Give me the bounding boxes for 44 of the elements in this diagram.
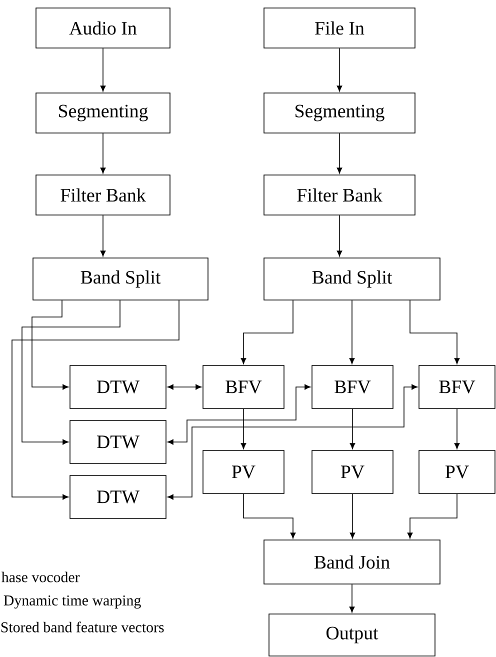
arrow <box>100 48 106 92</box>
arrow <box>336 133 342 174</box>
process-box: BFV <box>312 365 394 409</box>
process-box: Filter Bank <box>264 174 416 216</box>
process-box: Segmenting <box>36 92 170 134</box>
arrow <box>407 494 458 539</box>
arrow <box>240 408 246 450</box>
arrow <box>167 384 202 390</box>
arrow <box>336 215 342 257</box>
legend-text: hase vocoder <box>2 572 80 582</box>
process-box: PV <box>312 450 394 494</box>
arrow <box>350 408 356 450</box>
process-box: Output <box>268 614 436 656</box>
arrow <box>32 300 69 390</box>
legend-text: Stored band feature vectors <box>1 622 164 632</box>
process-box: BFV <box>202 365 284 409</box>
process-box: Band Split <box>32 258 208 300</box>
process-box: Band Join <box>264 540 440 584</box>
arrow <box>350 494 356 539</box>
arrow <box>454 408 460 450</box>
arrow <box>243 494 296 539</box>
arrow <box>240 300 294 364</box>
arrow <box>100 133 106 174</box>
process-box: PV <box>202 450 284 494</box>
arrow <box>100 215 106 257</box>
arrow <box>410 300 460 364</box>
process-box: DTW <box>70 420 166 464</box>
process-box: DTW <box>70 475 166 519</box>
arrow <box>349 300 355 364</box>
process-box: File In <box>264 8 416 48</box>
arrow <box>349 584 355 613</box>
legend-text: Dynamic time warping <box>4 595 141 609</box>
process-box: DTW <box>70 365 166 409</box>
arrow <box>22 300 120 445</box>
process-box: Audio In <box>36 8 170 48</box>
process-box: BFV <box>418 365 496 409</box>
arrow <box>336 48 342 92</box>
process-box: Filter Bank <box>36 174 170 216</box>
process-box: Segmenting <box>264 92 416 134</box>
process-box: PV <box>418 450 496 494</box>
arrow <box>167 384 418 500</box>
process-box: Band Split <box>264 258 440 300</box>
arrow <box>167 384 311 445</box>
arrow <box>12 300 180 500</box>
